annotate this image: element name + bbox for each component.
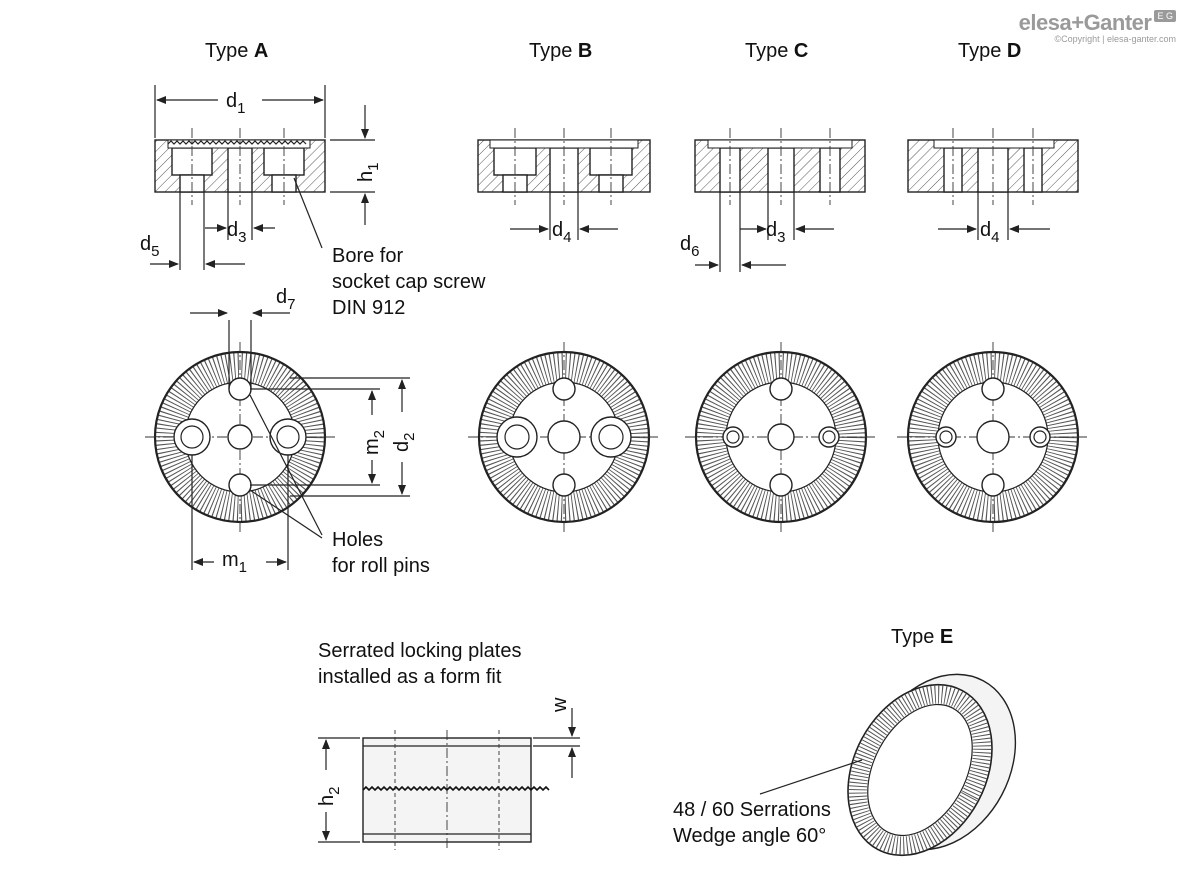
note-bore-line-1: Bore for	[332, 245, 403, 267]
note-serrations-line-2: Wedge angle 60°	[673, 825, 826, 847]
type-b-heading: Type B	[529, 40, 592, 62]
svg-text:h1: h1	[355, 163, 382, 182]
type-c-section-view	[694, 128, 866, 205]
type-d-dimensions: d4	[938, 192, 1050, 246]
stacked-plates-view: h2 w	[316, 697, 580, 850]
type-d-top-view	[897, 342, 1089, 532]
svg-text:d5: d5	[140, 233, 159, 260]
svg-text:d2: d2	[391, 433, 418, 452]
note-holes-line-2: for roll pins	[332, 555, 430, 577]
type-a-section-view	[154, 128, 326, 205]
type-c-dimensions: d3 d6	[680, 192, 834, 272]
type-b-dimensions: d4	[510, 192, 618, 246]
svg-text:d3: d3	[766, 219, 785, 246]
svg-text:d6: d6	[680, 233, 699, 260]
logo-name: elesa+Ganter	[1018, 10, 1152, 35]
note-serrated-line-2: installed as a form fit	[318, 666, 502, 688]
type-e-heading: Type E	[891, 626, 953, 648]
type-d-section-view	[907, 128, 1079, 205]
type-c-heading: Type C	[745, 40, 808, 62]
type-a-dimensions: d1 h1 d3 d5	[140, 85, 382, 270]
note-serrations-line-1: 48 / 60 Serrations	[673, 799, 831, 821]
type-e-perspective-view	[759, 673, 1017, 857]
type-d-heading: Type D	[958, 40, 1021, 62]
svg-text:d4: d4	[552, 219, 571, 246]
type-a-heading: Type A	[205, 40, 268, 62]
type-c-top-view	[685, 342, 877, 532]
svg-text:d3: d3	[227, 219, 246, 246]
svg-text:h2: h2	[316, 787, 343, 806]
type-a-top-dimensions: d7 m2 d2 m1	[190, 286, 418, 576]
logo-copyright: ©Copyright | elesa-ganter.com	[1054, 34, 1176, 44]
note-bore-line-3: DIN 912	[332, 297, 405, 319]
note-bore-line-2: socket cap screw	[332, 271, 486, 293]
svg-text:m2: m2	[361, 430, 388, 455]
note-serrated-line-1: Serrated locking plates	[318, 640, 521, 662]
note-holes-line-1: Holes	[332, 529, 383, 551]
type-b-section-view	[477, 128, 651, 205]
logo-badge: E G	[1154, 10, 1176, 22]
type-b-top-view	[468, 342, 660, 532]
svg-text:w: w	[549, 697, 571, 713]
svg-text:m1: m1	[222, 549, 247, 576]
type-a-top-view	[145, 342, 335, 532]
svg-text:d1: d1	[226, 90, 245, 117]
svg-text:d7: d7	[276, 286, 295, 313]
svg-text:d4: d4	[980, 219, 999, 246]
